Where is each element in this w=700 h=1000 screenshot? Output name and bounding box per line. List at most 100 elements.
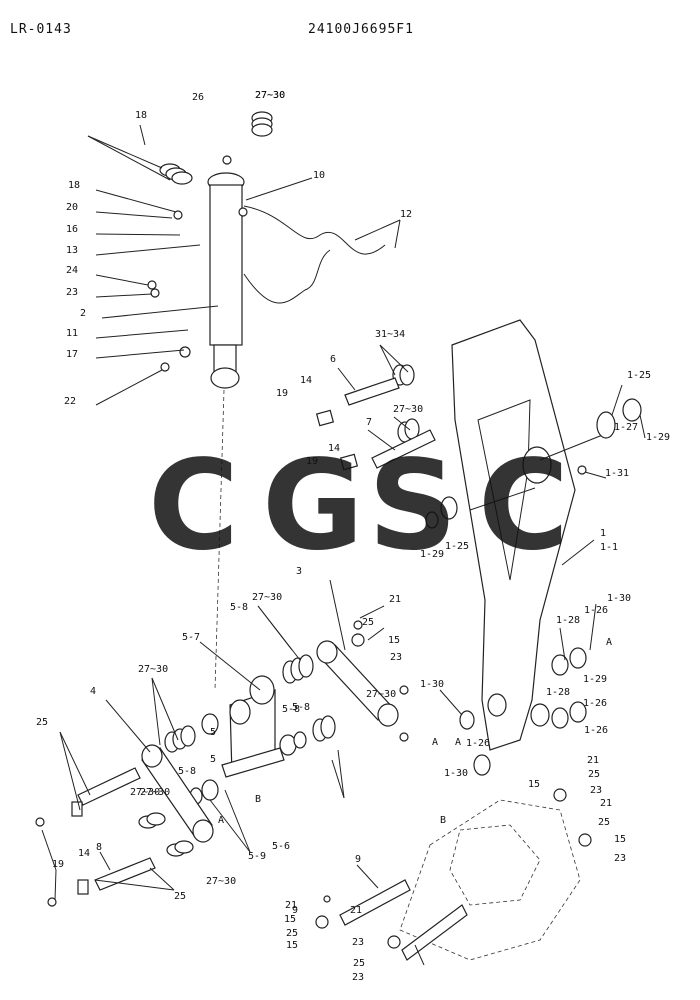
leader-line <box>224 789 251 853</box>
callout-label: 23 <box>390 652 402 663</box>
leader-line <box>87 135 163 169</box>
callout-label: 15 <box>614 834 626 845</box>
callout-label: 23 <box>66 287 78 298</box>
leader-line <box>139 124 146 146</box>
leader-line <box>589 603 597 651</box>
callout-label: 1-26 <box>584 605 608 616</box>
leader-line <box>101 305 219 319</box>
callout-label: 23 <box>614 853 626 864</box>
callout-label: 2 <box>80 308 86 319</box>
leader-line <box>393 416 411 431</box>
leader-line <box>356 864 379 889</box>
leader-line <box>94 879 175 891</box>
leader-line <box>95 329 189 339</box>
callout-label: 5 <box>210 727 216 738</box>
callout-label: 27~30 <box>140 787 170 798</box>
callout-label: A <box>455 737 461 748</box>
callout-label: 15 <box>528 779 540 790</box>
callout-label: 21 <box>389 594 401 605</box>
boom-bushings <box>425 398 642 776</box>
leader-line <box>394 219 401 249</box>
callout-label: 21 <box>600 798 612 809</box>
callout-label: 25 <box>36 717 48 728</box>
callout-label: 27~30 <box>206 876 236 887</box>
leader-line <box>95 189 177 213</box>
leader-line <box>561 539 595 566</box>
callout-label: 1-29 <box>646 432 670 443</box>
callout-label: 24 <box>66 265 78 276</box>
callout-label: 14 <box>300 375 312 386</box>
callout-label: 26 <box>192 92 204 103</box>
leader-line <box>414 944 425 966</box>
callout-label: 27~30 <box>255 90 285 101</box>
callout-label: 25 <box>174 891 186 902</box>
leader-line <box>367 429 396 451</box>
callout-label: 13 <box>66 245 78 256</box>
leader-line <box>559 627 566 661</box>
callout-label: 22 <box>64 396 76 407</box>
callout-label: 1-26 <box>466 738 490 749</box>
link-4 <box>141 744 214 843</box>
callout-label: 5-8 <box>178 766 196 777</box>
leader-line <box>199 641 261 691</box>
leader-line <box>59 731 81 811</box>
callout-label: 15 <box>286 940 298 951</box>
watermark-letter: S <box>368 434 457 578</box>
callout-label: 23 <box>352 937 364 948</box>
callout-label: 27~30 <box>366 689 396 700</box>
leader-line <box>99 851 111 871</box>
callout-label: B <box>255 794 261 805</box>
callout-label: 18 <box>135 110 147 121</box>
leader-line <box>257 605 293 651</box>
callout-label: 1-28 <box>546 687 570 698</box>
leader-line <box>95 349 185 359</box>
callout-label: 16 <box>66 224 78 235</box>
leader-line <box>95 244 201 256</box>
callout-label: 5 <box>210 754 216 765</box>
callout-label: 5-8 <box>292 702 310 713</box>
callout-label: 19 <box>52 859 64 870</box>
callout-label: 19 <box>306 456 318 467</box>
callout-label: 21 <box>285 900 297 911</box>
leader-line <box>584 471 607 479</box>
callout-label: 25 <box>353 958 365 969</box>
leader-line <box>611 384 623 416</box>
callout-label: 25 <box>588 769 600 780</box>
watermark-letter: C <box>148 434 239 578</box>
boom-arm <box>451 319 611 751</box>
callout-label: A <box>218 815 224 826</box>
leader-line <box>59 731 91 796</box>
leader-line <box>639 414 646 439</box>
callout-label: 25 <box>362 617 374 628</box>
callout-label: 15 <box>388 635 400 646</box>
callout-label: 8 <box>96 842 102 853</box>
leader-line <box>359 605 385 619</box>
callout-label: 6 <box>330 354 336 365</box>
callout-label: 15 <box>284 914 296 925</box>
callout-label: 1-26 <box>584 725 608 736</box>
callout-label: 5-8 <box>230 602 248 613</box>
leader-line <box>95 211 173 219</box>
callout-label: 1-31 <box>605 468 629 479</box>
callout-label: 1-25 <box>627 370 651 381</box>
leader-line <box>41 829 57 871</box>
callout-label: 1-30 <box>420 679 444 690</box>
hoses <box>243 205 386 304</box>
callout-label: 1-29 <box>583 674 607 685</box>
callout-label: 5-6 <box>272 841 290 852</box>
callout-label: 23 <box>590 785 602 796</box>
callout-label: 9 <box>355 854 361 865</box>
callout-label: 1-27 <box>614 422 638 433</box>
callout-label: 12 <box>400 209 412 220</box>
callout-label: 1-28 <box>556 615 580 626</box>
link-3 <box>316 640 399 727</box>
callout-label: 19 <box>276 388 288 399</box>
leader-line <box>329 579 346 651</box>
callout-label: 7 <box>366 417 372 428</box>
callout-label: 14 <box>328 443 340 454</box>
boom-cylinder <box>207 172 245 691</box>
leader-line <box>95 274 149 286</box>
callout-label: 17 <box>66 349 78 360</box>
